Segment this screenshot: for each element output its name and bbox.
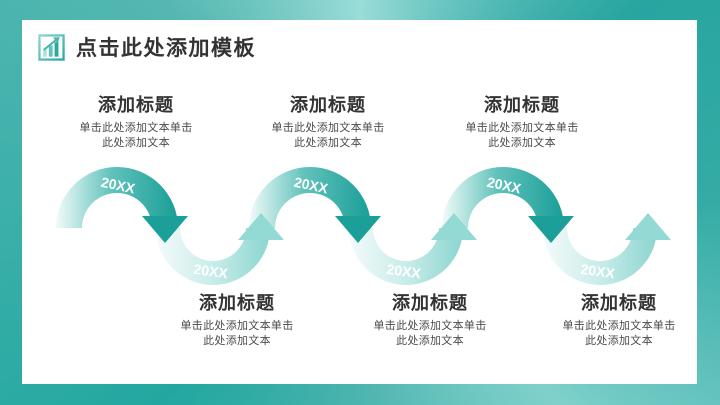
growth-chart-icon	[38, 33, 65, 61]
arrow-down-icon	[528, 216, 574, 243]
block-body: 单击此处添加文本单击 此处添加文本	[348, 319, 512, 348]
arrow-up-icon	[625, 213, 671, 240]
block-title: 添加标题	[290, 95, 366, 115]
bottom-block-2[interactable]: 添加标题 单击此处添加文本单击 此处添加文本	[348, 292, 512, 348]
arrow-up-icon	[431, 213, 477, 240]
slide-content: 点击此处添加模板 添加标题 单击此处添加文本单击 此处添加文本 添加标题 单击此…	[22, 20, 697, 384]
block-body-line1: 单击此处添加文本单击	[373, 320, 487, 332]
wave-timeline: 20XX 20XX 20XX 20XX 20XX 20XX	[56, 167, 671, 285]
arrow-down-icon	[335, 216, 381, 243]
block-body-line1: 单击此处添加文本单击	[465, 122, 579, 134]
block-body: 单击此处添加文本单击 此处添加文本	[440, 121, 604, 150]
block-title: 添加标题	[98, 95, 174, 115]
wave-arc-top-1	[56, 167, 178, 228]
wave-year-label: 20XX	[100, 174, 137, 197]
block-title: 添加标题	[199, 293, 275, 313]
block-title: 添加标题	[392, 293, 468, 313]
block-body-line1: 单击此处添加文本单击	[79, 122, 193, 134]
top-block-1[interactable]: 添加标题 单击此处添加文本单击 此处添加文本	[54, 94, 218, 150]
block-body-line1: 单击此处添加文本单击	[271, 122, 385, 134]
block-title: 添加标题	[484, 95, 560, 115]
wave-arc-bottom-2	[349, 228, 463, 285]
block-body-line2: 此处添加文本	[396, 334, 464, 347]
block-body-line2: 此处添加文本	[203, 334, 271, 347]
block-body-line1: 单击此处添加文本单击	[180, 320, 294, 332]
wave-arc-bottom-3	[543, 228, 657, 285]
wave-year-label: 20XX	[386, 261, 423, 282]
wave-year-label: 20XX	[580, 261, 617, 282]
wave-arc-top-2	[249, 167, 371, 228]
top-block-3[interactable]: 添加标题 单击此处添加文本单击 此处添加文本	[440, 94, 604, 150]
wave-year-label: 20XX	[193, 261, 230, 282]
bottom-block-3[interactable]: 添加标题 单击此处添加文本单击 此处添加文本	[537, 292, 701, 348]
block-body: 单击此处添加文本单击 此处添加文本	[537, 319, 701, 348]
block-body-line2: 此处添加文本	[294, 136, 362, 149]
block-title: 添加标题	[581, 293, 657, 313]
block-body-line2: 此处添加文本	[102, 136, 170, 149]
arrow-down-icon	[142, 216, 188, 243]
wave-year-label: 20XX	[293, 174, 330, 197]
slide-title[interactable]: 点击此处添加模板	[76, 37, 256, 60]
wave-year-label: 20XX	[486, 174, 523, 197]
block-body: 单击此处添加文本单击 此处添加文本	[54, 121, 218, 150]
wave-arc-top-3	[442, 167, 564, 228]
bottom-block-1[interactable]: 添加标题 单击此处添加文本单击 此处添加文本	[155, 292, 319, 348]
wave-arc-bottom-1	[156, 228, 270, 285]
block-body-line2: 此处添加文本	[585, 334, 653, 347]
slide-header: 点击此处添加模板	[38, 32, 256, 62]
block-body-line1: 单击此处添加文本单击	[562, 320, 676, 332]
block-body: 单击此处添加文本单击 此处添加文本	[155, 319, 319, 348]
arrow-up-icon	[238, 213, 284, 240]
top-block-2[interactable]: 添加标题 单击此处添加文本单击 此处添加文本	[246, 94, 410, 150]
block-body-line2: 此处添加文本	[488, 136, 556, 149]
block-body: 单击此处添加文本单击 此处添加文本	[246, 121, 410, 150]
